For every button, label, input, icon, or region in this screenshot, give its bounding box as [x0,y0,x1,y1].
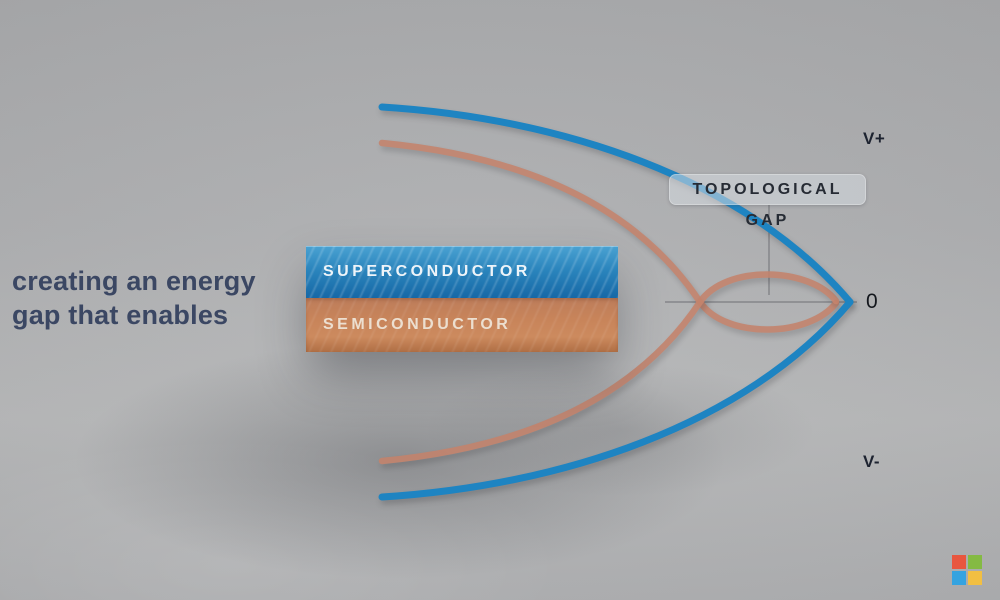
topological-gap-label: TOPOLOGICAL GAP [669,174,866,229]
semiconductor-layer: SEMICONDUCTOR [306,298,618,352]
material-stack: SUPERCONDUCTOR SEMICONDUCTOR [306,246,618,352]
superconductor-label: SUPERCONDUCTOR [323,263,531,280]
superconductor-layer: SUPERCONDUCTOR [306,246,618,298]
caption-line-2: gap that enables [12,300,229,330]
v-minus-label: V- [863,452,881,471]
caption-line-1: creating an energy [12,266,256,296]
microsoft-logo-square-green [968,555,982,569]
semiconductor-label: SEMICONDUCTOR [323,316,512,333]
v-plus-label: V+ [863,129,886,148]
microsoft-logo [952,555,982,585]
microsoft-logo-square-blue [952,571,966,585]
microsoft-logo-square-yellow [968,571,982,585]
caption: creating an energy gap that enables [12,264,256,332]
zero-label: 0 [866,290,879,313]
microsoft-logo-square-red [952,555,966,569]
